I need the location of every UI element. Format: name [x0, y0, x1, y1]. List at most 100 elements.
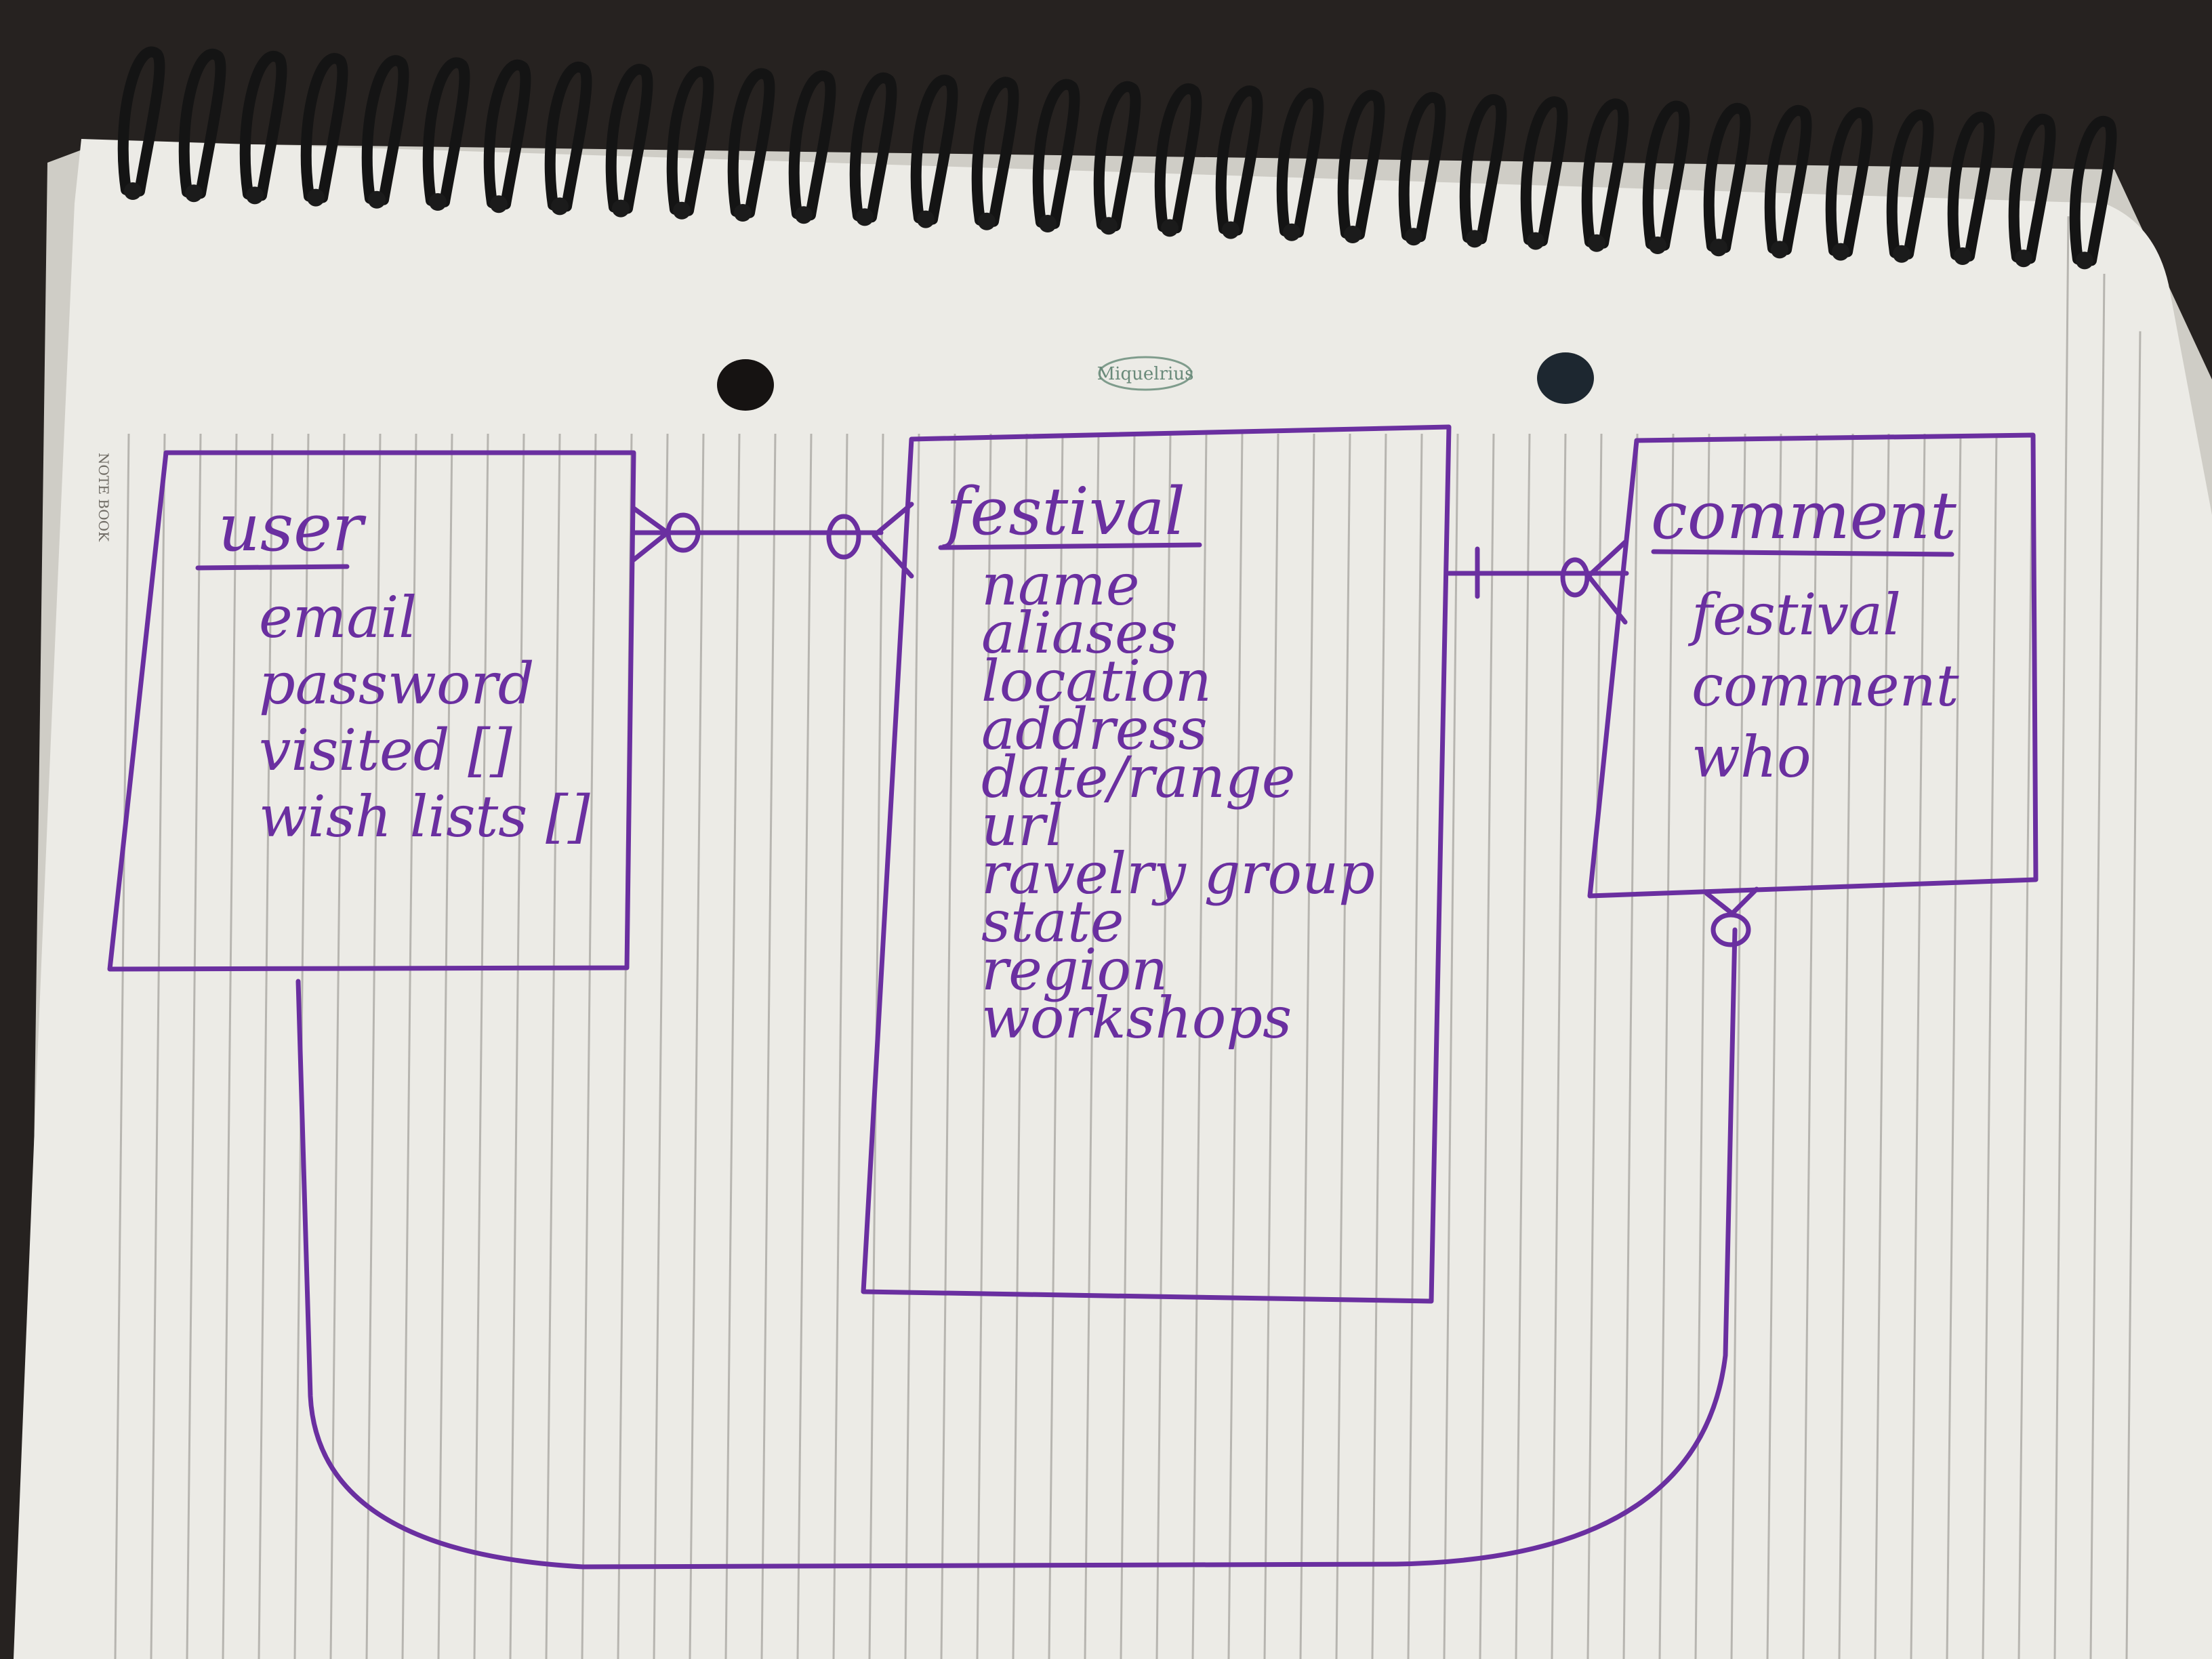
ruled-line — [1982, 433, 1998, 1659]
binding-hole — [856, 208, 874, 226]
ruled-line — [1479, 433, 1495, 1659]
spiral-coil — [1825, 107, 1873, 258]
ruled-line — [1551, 433, 1567, 1659]
spiral-binding — [117, 46, 2117, 270]
festival-attribute: name — [981, 552, 1140, 618]
crows-foot-comment-end — [1704, 886, 1759, 916]
ruled-line — [329, 433, 346, 1659]
ruled-lines — [114, 216, 2142, 1659]
festival-entity-title: festival — [942, 474, 1185, 550]
ruled-line — [1443, 433, 1459, 1659]
notebook-side-label: NOTE BOOK — [96, 453, 112, 542]
comment-entity-title: comment — [1651, 478, 1957, 554]
spiral-coil — [666, 66, 714, 216]
crows-foot-comment-end — [1586, 539, 1628, 625]
spiral-coil — [1459, 94, 1507, 245]
binding-hole — [1710, 239, 1727, 257]
ruled-line — [1515, 433, 1531, 1659]
binding-hole — [124, 182, 142, 200]
spiral-coil — [361, 55, 409, 205]
user-entity-box — [107, 450, 636, 972]
ruled-line — [258, 433, 274, 1659]
ruled-line — [1335, 433, 1351, 1659]
spiral-coil — [1215, 85, 1263, 236]
crows-foot-festival-end — [872, 501, 914, 579]
ruled-line — [1658, 433, 1675, 1659]
page-holes — [717, 352, 1594, 411]
festival-attribute: state — [981, 888, 1124, 955]
spiral-coil — [1642, 100, 1690, 251]
relationship-user-festival — [631, 501, 914, 579]
brand-logo-text: Miquelrius — [1097, 364, 1194, 384]
ruled-line — [581, 433, 597, 1659]
festival-attribute: region — [981, 937, 1168, 1003]
comment-attribute: comment — [1692, 653, 1959, 719]
comment-entity-box — [1587, 432, 2039, 899]
spiral-coil — [910, 75, 958, 225]
binding-hole — [734, 204, 752, 222]
ruled-line — [186, 433, 202, 1659]
relationship-festival-comment — [1446, 539, 1629, 625]
spiral-coil — [2069, 116, 2117, 266]
ruled-line — [1120, 433, 1136, 1659]
spiral-coil — [1032, 79, 1080, 229]
ruled-line — [150, 433, 166, 1659]
ruled-line — [1694, 433, 1711, 1659]
spiral-coil — [1520, 96, 1568, 247]
ruled-line — [1191, 433, 1208, 1659]
festival-attribute-list: namealiaseslocationaddressdate/rangeurlr… — [981, 552, 1375, 1051]
ruled-line — [1838, 433, 1854, 1659]
ruled-line — [1084, 433, 1100, 1659]
spiral-coil — [605, 64, 653, 214]
spiral-coil — [117, 46, 165, 197]
spiral-coil — [1947, 111, 1995, 262]
binding-hole — [917, 210, 935, 228]
festival-attribute: aliases — [981, 600, 1178, 666]
ruled-line — [1730, 433, 1746, 1659]
festival-attribute: ravelry group — [981, 840, 1375, 907]
binding-hole — [1832, 243, 1849, 261]
ruled-line — [976, 433, 992, 1659]
ruled-line — [1048, 433, 1064, 1659]
binding-hole — [1466, 230, 1483, 248]
festival-attribute: address — [981, 696, 1208, 762]
binding-hole — [490, 195, 508, 213]
binding-hole — [1283, 223, 1300, 241]
binding-hole — [551, 197, 569, 216]
ruled-line — [2018, 433, 2034, 1659]
spiral-coil — [300, 53, 348, 203]
spiral-coil — [1154, 83, 1202, 234]
spiral-coil — [788, 70, 836, 221]
spiral-coil — [483, 59, 531, 210]
spiral-coil — [1886, 109, 1934, 260]
binding-hole — [2076, 251, 2093, 270]
binding-hole — [978, 212, 996, 230]
binding-hole — [673, 201, 691, 220]
binding-hole — [1100, 217, 1118, 235]
festival-attribute: url — [981, 792, 1063, 859]
binding-hole — [795, 206, 813, 224]
binding-hole — [246, 186, 264, 205]
binding-hole — [1771, 241, 1788, 259]
binding-hole — [1893, 245, 1910, 263]
ruled-line — [365, 433, 382, 1659]
ruled-line — [1407, 433, 1423, 1659]
binding-hole — [612, 199, 630, 218]
spiral-coil — [1337, 89, 1385, 240]
er-diagram — [107, 424, 2039, 1570]
ruled-line — [545, 433, 561, 1659]
ruled-line — [2125, 331, 2142, 1659]
user-attribute: password — [259, 651, 534, 717]
binding-hole — [1344, 226, 1361, 243]
ruled-line — [1155, 433, 1172, 1659]
ruled-line — [437, 433, 453, 1659]
ruled-line — [114, 433, 130, 1659]
binding-hole — [1954, 247, 1971, 265]
ruled-line — [1766, 433, 1782, 1659]
ruled-line — [904, 433, 920, 1659]
festival-attribute: workshops — [981, 985, 1292, 1051]
ruled-line — [1263, 433, 1279, 1659]
zero-marker-festival-end — [826, 514, 861, 560]
spiral-coil — [178, 48, 226, 199]
